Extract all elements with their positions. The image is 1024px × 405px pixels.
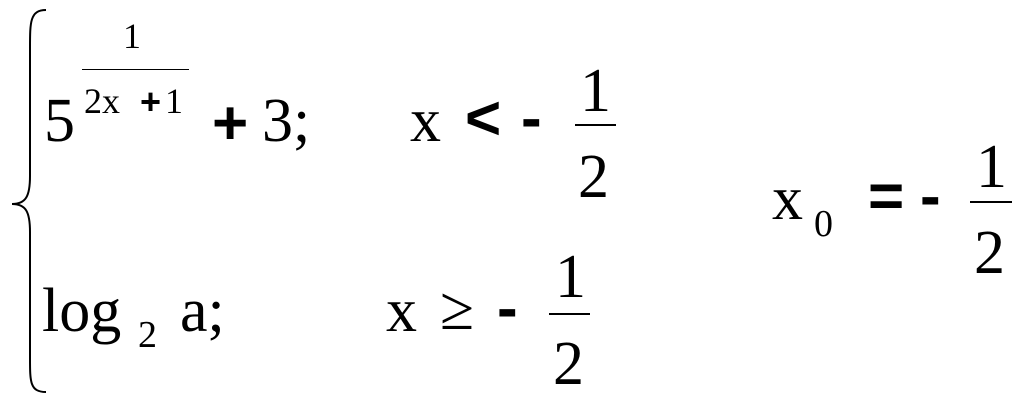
point-fraction-bar — [970, 201, 1012, 203]
log-base-subscript: 2 — [138, 314, 157, 356]
condition-2-variable: x — [386, 277, 417, 345]
condition-1-fraction-bar — [575, 124, 616, 126]
condition-2-fraction-bar — [549, 313, 590, 315]
point-numerator: 1 — [976, 133, 1007, 201]
exponent-plus: + — [140, 81, 162, 122]
exponent-denominator-2x: 2x — [84, 81, 120, 121]
point-minus: - — [920, 162, 941, 231]
left-brace — [11, 9, 47, 393]
point-subscript: 0 — [814, 203, 833, 245]
condition-1-minus: - — [521, 84, 542, 153]
exponent-denominator-1: 1 — [165, 81, 183, 121]
condition-2-greater-equal: ≥ — [440, 275, 475, 343]
point-variable: x — [772, 165, 803, 233]
condition-1-denominator: 2 — [578, 143, 609, 211]
constant-3: 3; — [262, 87, 311, 155]
log-function: log — [42, 277, 122, 345]
log-argument: a; — [180, 277, 225, 345]
exponent-fraction-bar — [82, 69, 189, 70]
point-equals: = — [868, 162, 905, 231]
plus-sign: + — [212, 89, 249, 158]
point-denominator: 2 — [974, 219, 1005, 287]
condition-2-minus: - — [497, 274, 518, 343]
condition-1-variable: x — [410, 87, 441, 155]
base-5: 5 — [44, 87, 75, 155]
condition-2-numerator: 1 — [555, 243, 586, 311]
condition-1-less-than: < — [465, 84, 502, 153]
condition-1-numerator: 1 — [580, 57, 611, 125]
exponent-numerator: 1 — [123, 16, 141, 56]
condition-2-denominator: 2 — [553, 330, 584, 398]
